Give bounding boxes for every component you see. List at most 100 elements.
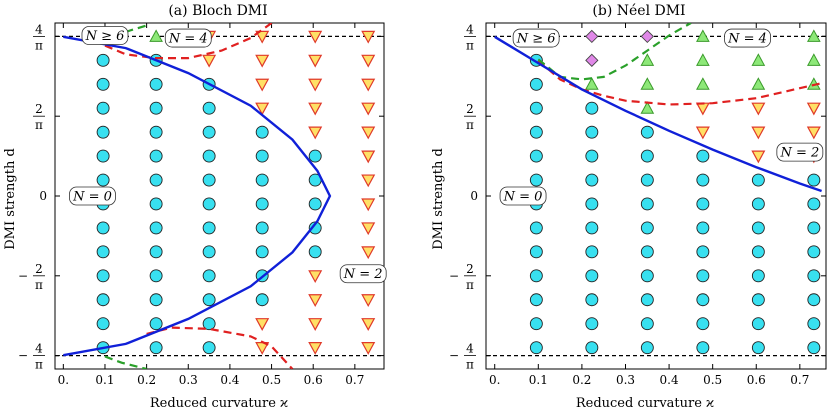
panel-a-title: (a) Bloch DMI	[168, 3, 267, 19]
panel-a-dashed-red-curve-bottom	[146, 326, 294, 369]
panel-b-point-n0	[751, 221, 765, 235]
panel-a-xtick-label: 0.3	[179, 373, 198, 387]
panel-a-region-label-box	[339, 264, 387, 284]
panel-b-point-n4	[640, 101, 655, 114]
panel-b-point-n4	[806, 53, 821, 66]
panel-a-dashed-red-curve-top	[104, 23, 273, 60]
panel-b-point-n2	[806, 126, 821, 140]
panel-b-point-n0	[529, 173, 543, 187]
panel-b-ytick-numerator: 2	[466, 102, 474, 116]
panel-a-ytick-denominator: π	[35, 38, 43, 52]
panel-a-xtick-label: 0.5	[262, 373, 281, 387]
panel-a-ytick-sign: −	[18, 349, 28, 363]
panel-b-xtick-label: 0.2	[572, 373, 591, 387]
panel-b-point-n0	[529, 245, 543, 259]
panel-b-point-n0	[807, 341, 821, 355]
panel-a-point-n0	[255, 149, 269, 163]
panel-a-xtick-label: 0.1	[95, 373, 114, 387]
panel-a-point-n2	[255, 54, 270, 68]
panel-a-point-n2	[308, 30, 323, 44]
panel-b-point-n0	[529, 221, 543, 235]
panel-b-point-n0	[529, 341, 543, 355]
panel-b-point-n0	[640, 341, 654, 355]
panel-b-xtick-label: 0.7	[790, 373, 809, 387]
panel-a-point-n2	[361, 318, 376, 331]
panel-a-ytick-sign: −	[18, 269, 28, 283]
panel-b-point-n4	[806, 29, 821, 42]
panel-a-point-n0	[202, 317, 216, 331]
panel-b-point-n0	[696, 245, 710, 259]
panel-a-point-n2	[308, 78, 323, 92]
panel-b-point-n0	[696, 317, 710, 331]
panel-b-point-n0	[529, 269, 543, 283]
panel-b-region-label: N ≥ 6	[516, 32, 556, 47]
panel-a-point-n0	[202, 125, 216, 139]
panel-a-point-n2	[308, 318, 323, 331]
panel-a-point-n0	[308, 221, 322, 235]
panel-a-point-n0	[255, 245, 269, 259]
panel-b-xtick-label: 0.1	[529, 373, 548, 387]
panel-b-point-n0	[585, 269, 599, 283]
panel-a-point-n2	[255, 318, 270, 331]
panel-b-point-n0	[696, 269, 710, 283]
panel-a-point-n0	[255, 173, 269, 187]
panel-b-point-n4	[640, 77, 655, 90]
panel-a-xtick-label: 0.2	[137, 373, 156, 387]
panel-a-point-n0	[96, 173, 110, 187]
panel-b-region-label: N = 0	[503, 190, 543, 205]
panel-b-point-n0	[529, 317, 543, 331]
panel-a-point-n2	[361, 294, 376, 308]
panel-a-point-n2	[308, 126, 323, 140]
panel-b-ytick-label: 0	[470, 189, 478, 203]
panel-a-point-n0	[96, 269, 110, 283]
panel-a-point-n2	[361, 54, 376, 68]
panel-a-region-label: N ≥ 6	[85, 29, 125, 44]
panel-b-ytick-numerator: 4	[466, 22, 474, 36]
panel-a-point-n0	[149, 293, 163, 307]
panel-b-point-n0	[529, 77, 543, 91]
panel-a-point-n0	[96, 293, 110, 307]
panel-a-point-n2	[308, 270, 323, 284]
panel-b-ytick-denominator: π	[466, 278, 474, 292]
panel-b-point-n2	[751, 150, 766, 164]
panel-b-point-n6	[585, 29, 599, 44]
panel-a-region-label: N = 4	[168, 32, 208, 47]
panel-b-point-n0	[529, 125, 543, 139]
panel-b-point-n0	[585, 317, 599, 331]
panel-b-point-n0	[640, 197, 654, 211]
panel-a-point-n0	[96, 101, 110, 115]
panel-b-point-n0	[751, 341, 765, 355]
panel-b-point-n0	[751, 317, 765, 331]
panel-a-point-n2	[202, 54, 217, 68]
panel-a-point-n2	[361, 30, 376, 44]
panel-b-point-n0	[807, 221, 821, 235]
panel-b-point-n0	[751, 269, 765, 283]
panel-a-point-n0	[96, 245, 110, 259]
panel-b-title: (b) Néel DMI	[592, 3, 685, 19]
panel-b-xtick-label: 0.5	[703, 373, 722, 387]
panel-b-point-n4	[751, 77, 766, 90]
panel-b-ylabel: DMI strength d	[431, 148, 446, 250]
panel-a-point-n2	[361, 78, 376, 92]
panel-a-point-n0	[149, 125, 163, 139]
panel-b-point-n6	[585, 53, 599, 67]
panel-b-point-n0	[696, 221, 710, 235]
panel-a-region-label-box	[164, 28, 212, 48]
panel-a-point-n0	[96, 125, 110, 139]
panel-b-point-n0	[585, 173, 599, 187]
panel-b-point-n0	[751, 173, 765, 187]
panel-a-point-n0	[149, 149, 163, 163]
panel-b-ytick-numerator: 2	[466, 262, 474, 276]
panel-b-point-n4	[751, 53, 766, 66]
panel-b-point-n0	[807, 269, 821, 283]
panel-a-point-n2	[308, 294, 323, 308]
panel-b-point-n0	[751, 245, 765, 259]
panel-a-point-n0	[308, 197, 322, 211]
panel-b-point-n4	[696, 53, 710, 66]
panel-b-region-label: N = 2	[779, 146, 819, 161]
panel-b-xtick-label: 0.3	[616, 373, 635, 387]
panel-b-point-n0	[807, 173, 821, 187]
panel-a-point-n0	[96, 53, 110, 67]
panel-a-point-n0	[202, 149, 216, 163]
